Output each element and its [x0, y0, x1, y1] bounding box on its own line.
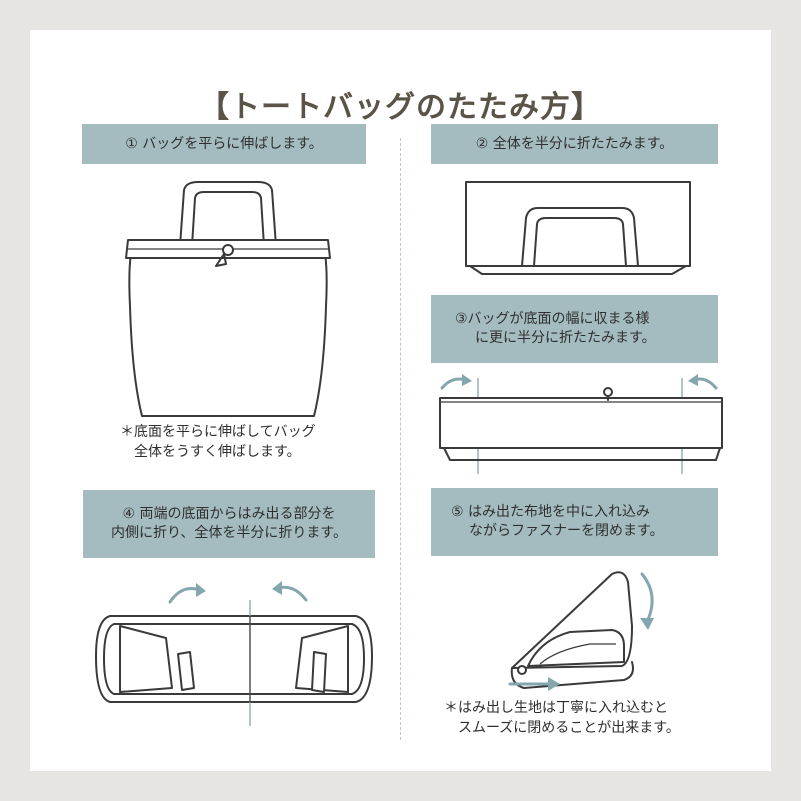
- step-5-line-1: ⑤ はみ出た布地を中に入れ込み: [451, 504, 651, 520]
- step-1-label: ① バッグを平らに伸ばします。: [82, 124, 366, 164]
- step-1-note: ＊底面を平らに伸ばしてバッグ 全体をうすく伸ばします。: [120, 422, 380, 462]
- step-3-label: ③バッグが底面の幅に収まる様 に更に半分に折たたみます。: [431, 295, 718, 363]
- step-4-line-1: ④ 両端の底面からはみ出る部分を: [122, 506, 336, 522]
- step-4-label: ④ 両端の底面からはみ出る部分を 内側に折り、全体を半分に折ります。: [83, 490, 375, 558]
- step-5-note-line-2: スムーズに閉めることが出来ます。: [458, 720, 680, 736]
- curved-arrow-icon: [688, 374, 718, 390]
- page-title: 【トートバッグのたたみ方】: [199, 90, 602, 125]
- step-2-line-1: ② 全体を半分に折たたみます。: [475, 135, 674, 152]
- step-5-note-line-1: ＊はみ出し生地は丁寧に入れ込むと: [444, 700, 668, 716]
- step-5-straight-arrow: [508, 677, 560, 691]
- step-2-illustration: [465, 181, 691, 275]
- step-5-label: ⑤ はみ出た布地を中に入れ込み ながらファスナーを閉めます。: [431, 488, 718, 556]
- curved-arrow-icon: [272, 581, 308, 602]
- step-5-illustration: [510, 571, 654, 689]
- step-5-line-2: ながらファスナーを閉めます。: [469, 523, 664, 539]
- step-2-label: ② 全体を半分に折たたみます。: [431, 124, 718, 164]
- step-1-line-1: ① バッグを平らに伸ばします。: [125, 135, 323, 152]
- step-5-note: ＊はみ出し生地は丁寧に入れ込むと スムーズに閉めることが出来ます。: [444, 698, 744, 738]
- step-1-note-line-1: ＊底面を平らに伸ばしてバッグ: [120, 424, 316, 440]
- step-3-illustration: [439, 374, 723, 474]
- step-4-illustration: [95, 581, 373, 726]
- curved-arrow-icon: [440, 374, 472, 390]
- instruction-card: 【トートバッグのたたみ方】 ① バッグを平らに伸ばします。 ＊底面を平らに伸ばし…: [30, 30, 771, 771]
- step-3-line-2: に更に半分に折たたみます。: [475, 330, 656, 346]
- straight-arrow-icon: [508, 677, 560, 691]
- curved-arrow-icon: [640, 572, 654, 630]
- step-4-line-2: 内側に折り、全体を半分に折ります。: [110, 525, 348, 541]
- zipper-pull-icon: [215, 244, 234, 267]
- curved-arrow-icon: [168, 583, 206, 604]
- step-1-illustration: [125, 181, 331, 417]
- step-3-line-1: ③バッグが底面の幅に収まる様: [455, 311, 650, 327]
- column-divider: [400, 138, 401, 740]
- step-1-note-line-2: 全体をうすく伸ばします。: [134, 444, 301, 460]
